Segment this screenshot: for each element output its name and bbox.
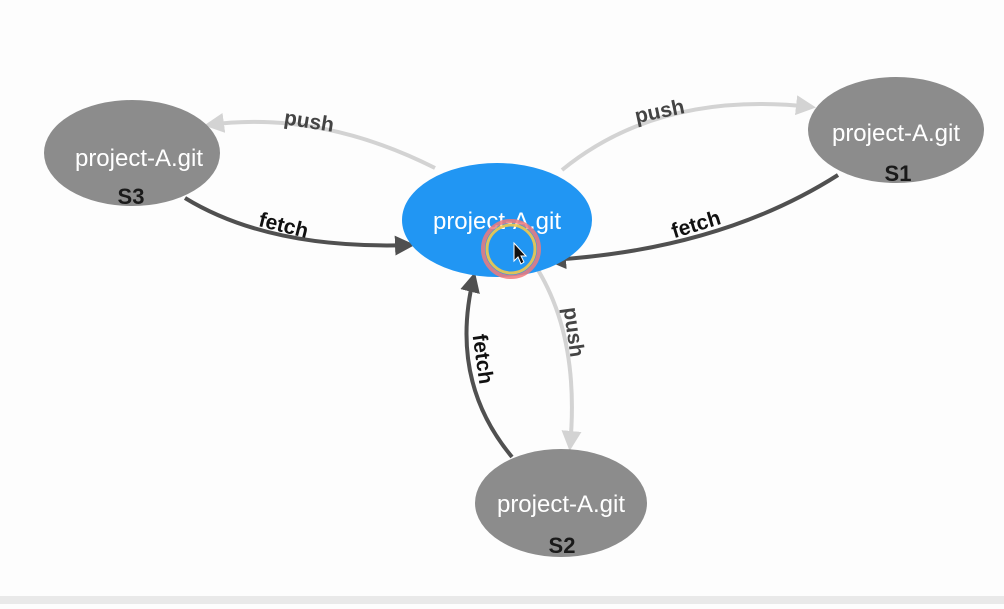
fetch-arrow-s3 [183,196,415,256]
remote-s3-server-label: S3 [118,184,145,209]
remote-node-s3[interactable]: project-A.git S3 [44,100,220,209]
fetch-label-s3: fetch [256,208,310,242]
push-arrow-s1 [560,95,816,172]
fetch-arrow-s2 [460,272,514,459]
push-label-s2: push [559,306,589,359]
mouse-pointer-icon [513,241,528,265]
remote-s2-repo-label: project-A.git [497,491,625,518]
push-label-s1: push [633,95,687,128]
remote-s3-repo-label: project-A.git [75,145,203,172]
fetch-arrow-s1 [546,173,840,270]
remote-s2-server-label: S2 [549,533,576,558]
push-label-s3: push [282,106,335,137]
remote-s1-repo-label: project-A.git [832,120,960,147]
bottom-edge-bar [0,596,1004,604]
push-arrow-s3 [204,112,436,170]
click-highlight-ring [481,219,541,279]
remote-s1-server-label: S1 [885,161,912,186]
remote-node-s2[interactable]: project-A.git S2 [475,449,647,558]
center-repo-node[interactable]: project-A.git [402,163,592,277]
remote-node-s1[interactable]: project-A.git S1 [808,77,984,186]
push-arrow-s2 [536,268,582,451]
